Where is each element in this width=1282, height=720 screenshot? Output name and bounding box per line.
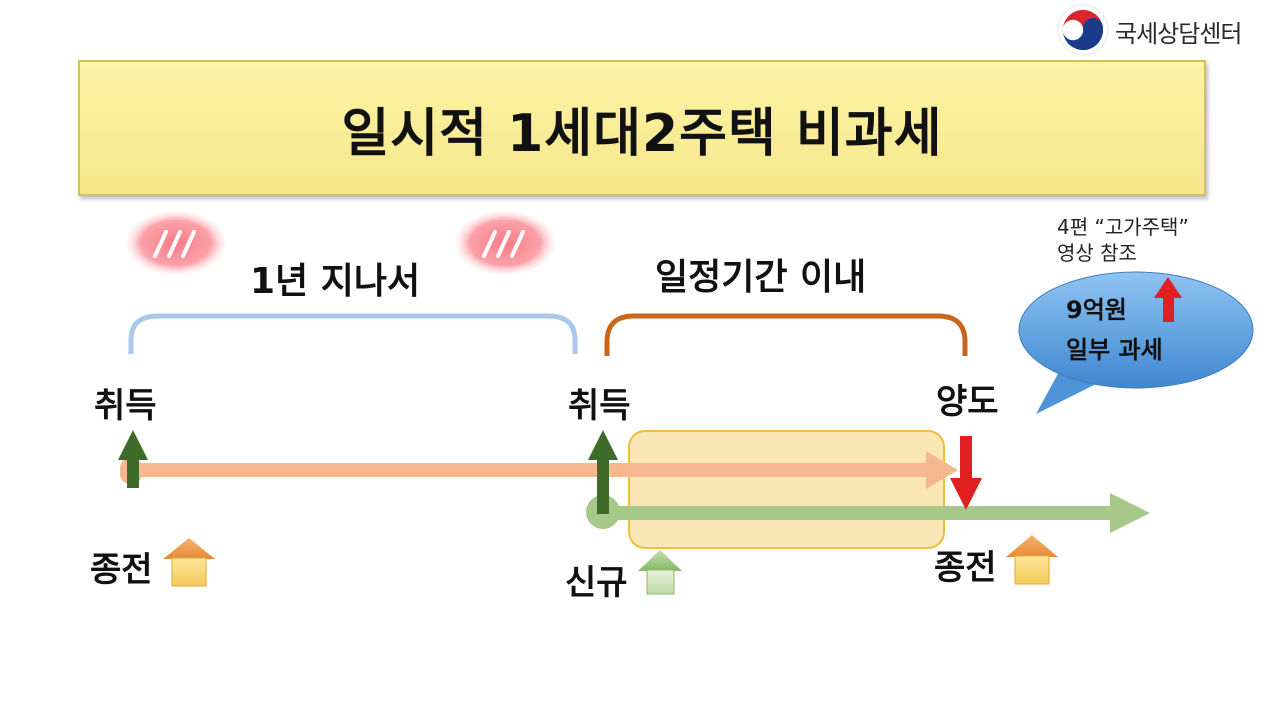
- logo: 국세상담센터: [1055, 2, 1275, 58]
- bubble-line1: 9억원: [1066, 296, 1127, 324]
- overlap-period-box: [628, 430, 945, 549]
- prior-house-2-icon: [1006, 535, 1058, 585]
- house-label-prior-2: 종전: [934, 548, 997, 588]
- bracket-first-period: [128, 313, 578, 354]
- increase-arrow-icon: [1154, 277, 1182, 322]
- blush-right-icon: [455, 211, 555, 275]
- period-label-second: 일정기간 이내: [655, 257, 867, 298]
- title-banner: 일시적 1세대2주택 비과세: [78, 60, 1206, 196]
- reference-note-line1: 4편 “고가주택”: [1057, 215, 1189, 239]
- prior-house-1-icon: [163, 538, 215, 587]
- event-acquire-2: 취득: [568, 386, 631, 426]
- bubble-line2: 일부 과세: [1066, 336, 1163, 364]
- bracket-second-period: [604, 313, 968, 356]
- logo-text: 국세상담센터: [1115, 20, 1242, 48]
- house-label-new: 신규: [565, 563, 628, 603]
- period-label-first: 1년 지나서: [250, 261, 421, 302]
- event-acquire-1: 취득: [94, 386, 157, 426]
- transfer-arrow-icon: [950, 436, 982, 510]
- new-house-icon: [638, 550, 682, 595]
- house-label-prior-1: 종전: [90, 550, 153, 590]
- tax-speech-bubble: [1018, 271, 1254, 414]
- acquire-arrow-1-icon: [118, 430, 148, 488]
- page-title: 일시적 1세대2주택 비과세: [341, 103, 943, 164]
- reference-note: 4편 “고가주택” 영상 참조: [1057, 214, 1189, 266]
- blush-left-icon: [126, 211, 226, 275]
- event-transfer: 양도: [936, 382, 999, 422]
- reference-note-line2: 영상 참조: [1057, 241, 1137, 265]
- acquire-arrow-2-icon: [588, 430, 618, 514]
- taegeuk-logo-icon: [1057, 4, 1109, 56]
